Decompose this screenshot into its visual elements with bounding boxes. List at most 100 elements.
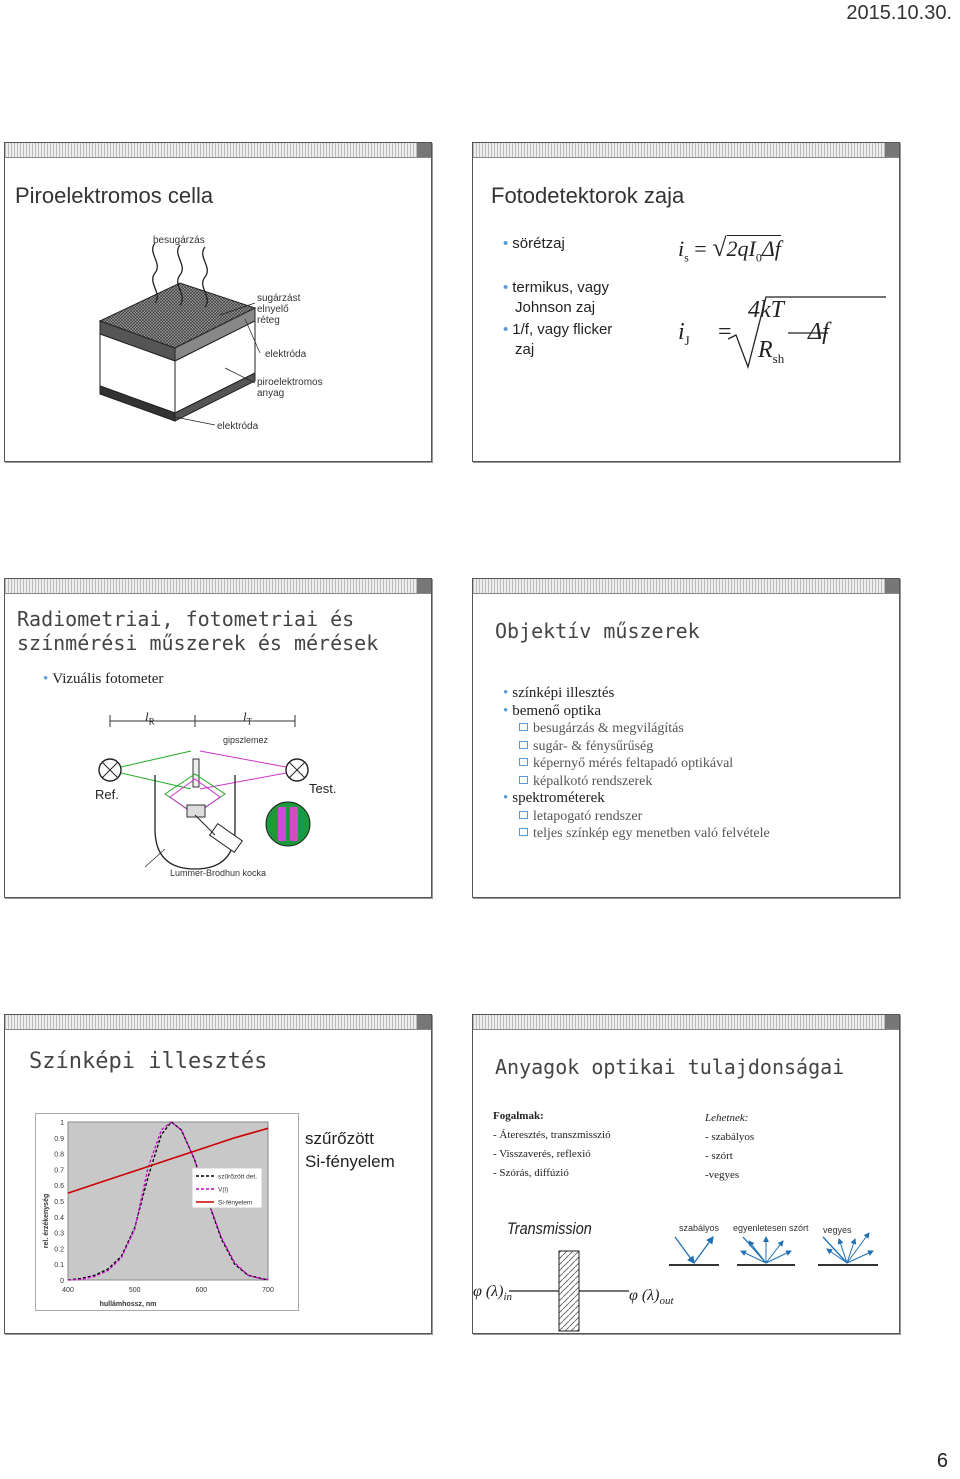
y-tick-label: 0.1 <box>54 1262 64 1269</box>
label-vegyes: vegyes <box>823 1225 852 1235</box>
sub-bullet <box>519 758 528 766</box>
bullet-text: zaj <box>515 341 535 358</box>
formula-numerator: 4kT <box>748 297 784 323</box>
y-tick-label: 0.8 <box>54 1152 64 1159</box>
list-item-text: sugár- & fénysűrűség <box>533 738 654 754</box>
slide-topbar <box>473 143 899 158</box>
slide-title-line-1: Radiometriai, fotometriai és <box>17 607 355 631</box>
list-item-text: bemenő optika <box>512 702 601 719</box>
formula-sub: J <box>684 332 690 348</box>
y-tick-label: 0.2 <box>54 1246 64 1253</box>
x-axis-label: hullámhossz, nm <box>100 1301 157 1308</box>
bullet-text: termikus, vagy <box>512 279 609 296</box>
header-date: 2015.10.30. <box>846 2 952 24</box>
formula-tail: Δf <box>808 319 829 345</box>
slide-topbar <box>5 1015 431 1030</box>
fogalmak-block: Fogalmak: - Áteresztés, transzmisszió - … <box>493 1107 611 1183</box>
bullet-termikus: •termikus, vagy Johnson zaj <box>503 278 609 318</box>
slide-topbar <box>473 579 899 594</box>
bullet-dot: • <box>503 235 509 252</box>
label-elnyelo-3: réteg <box>257 315 280 326</box>
list-item-text: spektrométerek <box>512 790 605 806</box>
x-tick-label: 500 <box>129 1287 141 1294</box>
y-tick-label: 0 <box>60 1278 64 1285</box>
bullet-dot: • <box>503 279 509 296</box>
list-item-text: képernyő mérés feltapadó optikával <box>533 756 734 771</box>
legend-label: Si-fényelem <box>218 1200 252 1207</box>
label-elnyelo-2: elnyelő <box>257 304 289 315</box>
slide-title: Fotodetektorok zaja <box>491 183 685 208</box>
label-lT: lT <box>243 709 252 727</box>
transmission-diagram <box>509 1232 878 1332</box>
side-text-1: szűrőzött <box>305 1129 374 1148</box>
slide-title: Színképi illesztés <box>29 1049 268 1074</box>
lehetnek-heading: Lehetnek: <box>705 1112 749 1124</box>
slide-corner <box>885 1015 899 1029</box>
visual-photometer-diagram <box>98 715 311 870</box>
pyro-cell-diagram <box>98 242 261 426</box>
bullet-flicker: •1/f, vagy flicker zaj <box>503 320 612 360</box>
formula-sub: sh <box>772 350 785 366</box>
lehetnek-item: - szabályos <box>705 1131 755 1143</box>
label-szabalyos: szabályos <box>679 1223 720 1233</box>
label-lR: lR <box>145 709 155 727</box>
series-line-1 <box>67 1121 269 1281</box>
legend-label: szűrőzött det. <box>218 1174 257 1181</box>
label-besugarzas: besugárzás <box>153 235 205 246</box>
label-gipszlemez: gipszlemez <box>223 735 269 745</box>
fogalmak-heading: Fogalmak: <box>493 1110 544 1122</box>
formula-tail: Δf <box>761 236 781 261</box>
label-elnyelo-1: sugárzást <box>257 293 301 304</box>
lehetnek-block: Lehetnek: - szabályos - szórt -vegyes <box>705 1109 754 1185</box>
slide-topbar <box>5 579 431 594</box>
y-axis-label: rel. érzékenység <box>43 1194 50 1248</box>
label-lR-sub: R <box>148 716 155 727</box>
label-elektroda-top: elektróda <box>265 349 307 360</box>
slide-topbar <box>5 143 431 158</box>
list-item-text: képalkotó rendszerek <box>533 773 653 789</box>
slide-objektiv-muszerek: Objektív műszerek •színképi illesztés •b… <box>472 578 900 898</box>
list-subitem: besugárzás & megvilágítás <box>503 720 770 738</box>
label-piro-1: piroelektromos <box>257 377 323 388</box>
sub-bullet <box>519 828 528 836</box>
slide-anyagok-optikai: Anyagok optikai tulajdonságai Fogalmak: … <box>472 1014 900 1334</box>
slide-corner <box>885 143 899 157</box>
formula-lhs: i <box>678 236 685 261</box>
phi-in-label: φ (λ)in <box>473 1283 512 1303</box>
slide-topbar <box>473 1015 899 1030</box>
slide-radiometriai: Radiometriai, fotometriai és színmérési … <box>4 578 432 898</box>
fogalmak-item: - Áteresztés, transzmisszió <box>493 1129 611 1141</box>
formula-denominator: R <box>758 337 773 363</box>
label-lR-main: l <box>145 709 149 724</box>
bullet-dot: • <box>43 671 49 687</box>
label-egyenletesen-szort: egyenletesen szórt <box>733 1223 809 1233</box>
y-tick-label: 0.7 <box>54 1167 64 1174</box>
phi-out-main: φ (λ) <box>629 1287 660 1304</box>
list-item: •bemenő optika <box>503 703 770 721</box>
bullet-dot: • <box>503 790 509 806</box>
sub-bullet <box>519 810 528 819</box>
series-line-0 <box>67 1121 269 1281</box>
bullet-text: 1/f, vagy flicker <box>512 321 613 338</box>
list-item-text: teljes színkép egy menetben való felvéte… <box>533 826 770 841</box>
slide-piroelektromos: Piroelektromos cella besugárzás sugárzás… <box>4 142 432 462</box>
list-item: •spektrométerek <box>503 790 770 808</box>
lehetnek-item: -vegyes <box>705 1169 740 1181</box>
label-lT-main: l <box>243 709 247 724</box>
sub-bullet <box>519 775 528 784</box>
y-tick-label: 0.9 <box>54 1136 64 1143</box>
formula-johnson-noise: iJ = 4kT Rsh Δf <box>678 291 893 381</box>
bullet-dot: • <box>503 321 509 338</box>
label-elektroda-bottom: elektróda <box>217 421 259 432</box>
sub-bullet <box>519 740 528 749</box>
label-lT-sub: T <box>246 716 253 727</box>
slide-title: Piroelektromos cella <box>15 183 214 208</box>
list-item-text: letapogató rendszer <box>533 808 643 824</box>
sqrt-sign <box>728 296 886 370</box>
slide-title: Objektív műszerek <box>495 619 700 643</box>
page-number: 6 <box>936 1450 948 1472</box>
legend-label: V(l) <box>218 1187 228 1194</box>
